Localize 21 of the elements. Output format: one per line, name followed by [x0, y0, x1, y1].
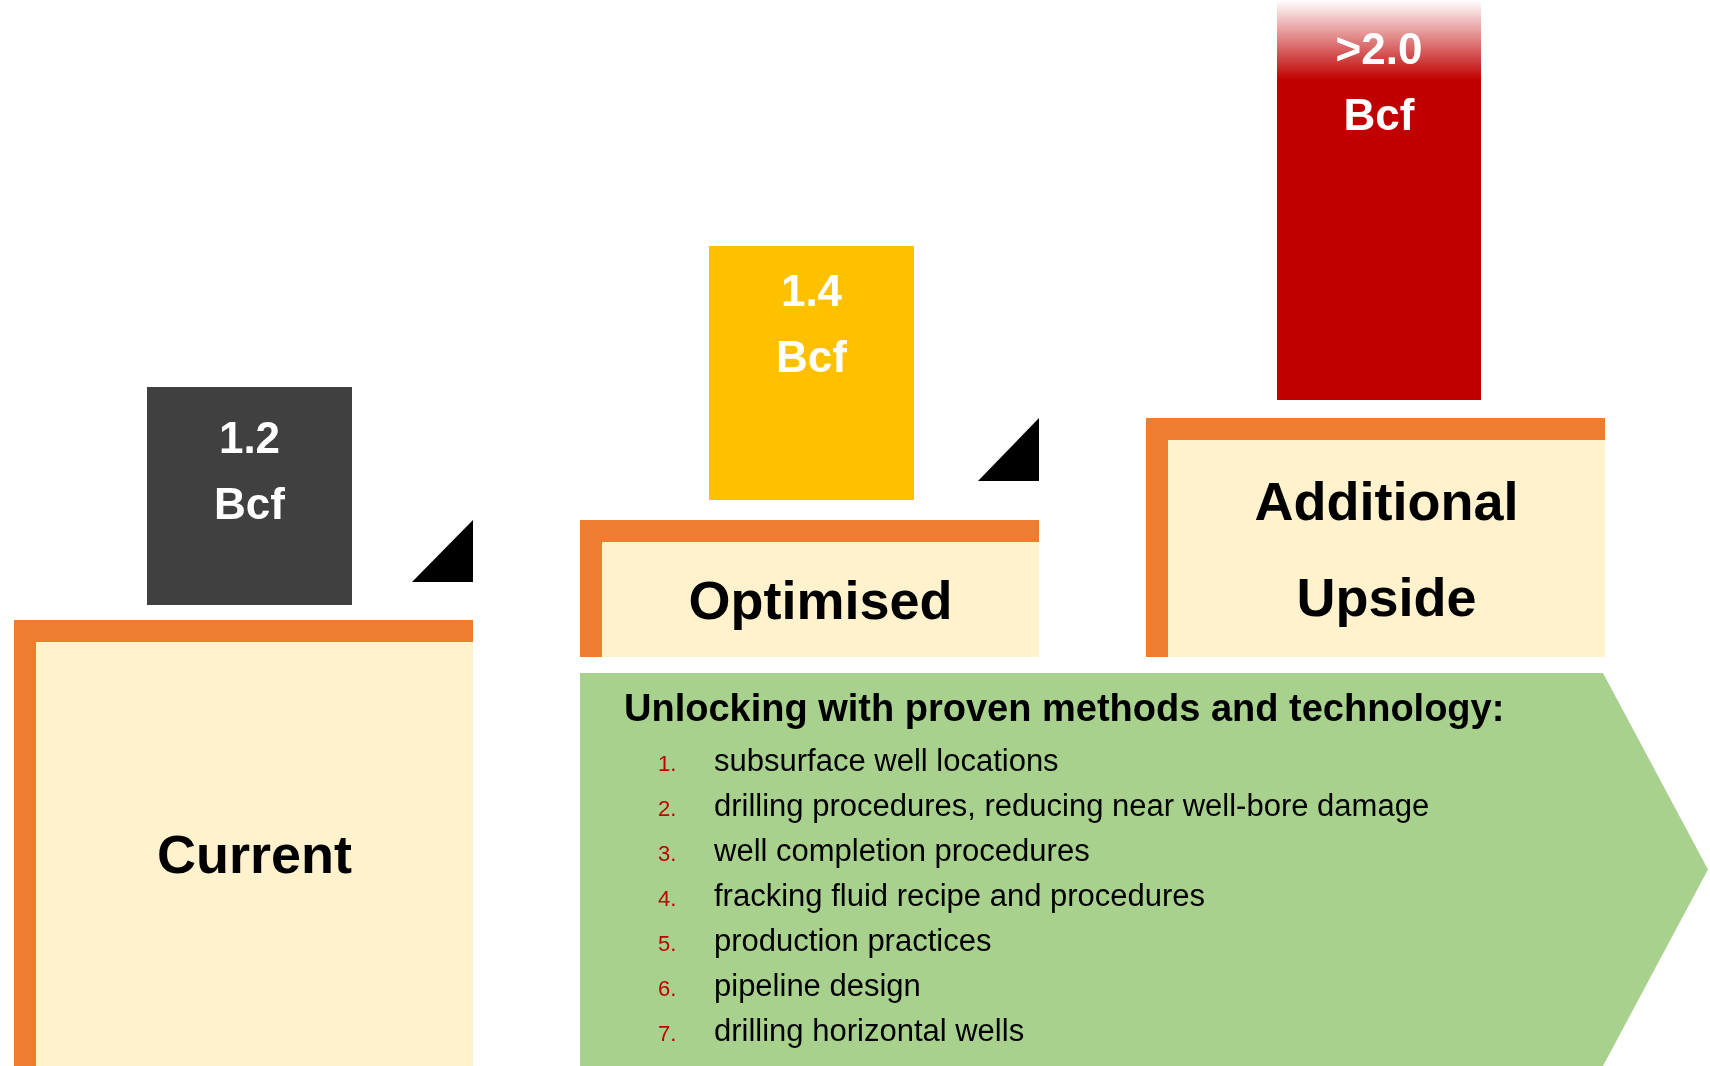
value-label: >2.0 Bcf	[1334, 23, 1424, 141]
list-item: 3. well completion procedures	[658, 833, 1090, 869]
step-box	[14, 620, 473, 1066]
chevron-banner	[580, 673, 1708, 1066]
value-box	[1277, 0, 1481, 400]
list-item: 5. production practices	[658, 923, 992, 959]
value-label: 1.2 Bcf	[213, 412, 286, 530]
step-box	[580, 520, 1039, 657]
step-label: Optimised	[687, 568, 954, 632]
list-item: 1. subsurface well locations	[658, 743, 1059, 779]
step-label: Current	[156, 823, 353, 886]
value-box	[147, 387, 352, 605]
list-item: 4. fracking fluid recipe and procedures	[658, 878, 1206, 914]
list-item: 6. pipeline design	[658, 968, 921, 1004]
heading: Unlocking with proven methods and technology:	[624, 687, 1505, 730]
value-box	[709, 246, 914, 500]
list-item: 2. drilling procedures, reducing near well-bore damage	[658, 788, 1430, 824]
step-box	[1146, 418, 1605, 657]
list-item: 7. drilling horizontal wells	[658, 1013, 1025, 1049]
value-label: 1.4 Bcf	[775, 265, 848, 383]
step-label: Additional Upside	[1253, 469, 1520, 629]
